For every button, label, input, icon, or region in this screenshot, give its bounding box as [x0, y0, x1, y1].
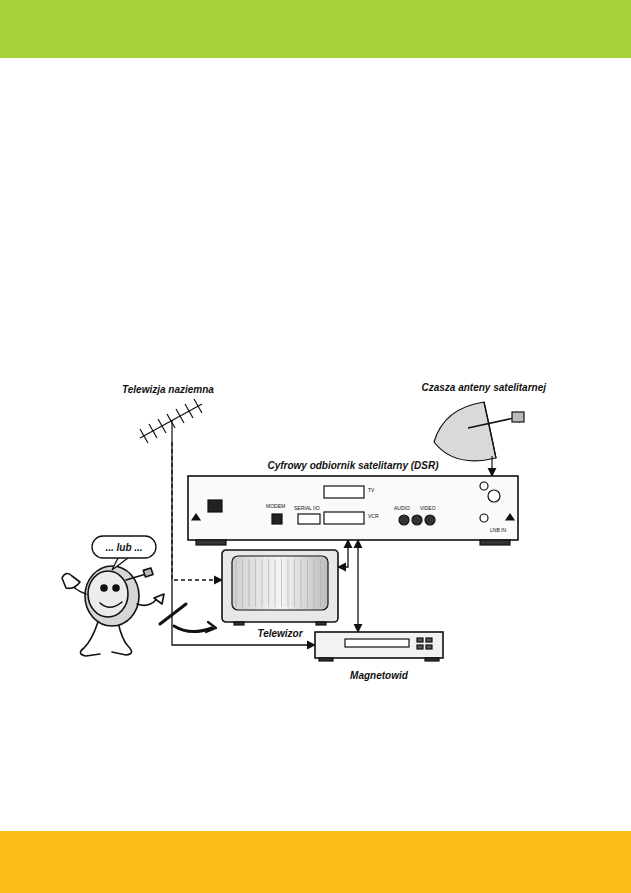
node-outline: [315, 632, 443, 658]
node-outline: [222, 550, 338, 622]
node-label: Cyfrowy odbiornik satelitarny (DSR): [265, 460, 440, 471]
panel-label: TV: [368, 488, 374, 493]
node-label: Telewizor: [255, 628, 304, 639]
node-label: Magnetowid: [348, 670, 410, 681]
vcr-node: Magnetowid: [315, 632, 443, 658]
node-outline: [424, 398, 548, 468]
bottom-band: [0, 831, 631, 893]
tv-node: Telewizor: [222, 550, 338, 622]
panel-label: MODEM: [266, 504, 285, 509]
dish-node: Czasza anteny satelitarnej: [424, 398, 548, 468]
panel-label: SERIAL I/O: [294, 506, 320, 511]
panel-label: VIDEO: [420, 506, 436, 511]
top-band: [0, 0, 631, 58]
panel-label: VCR: [368, 514, 379, 519]
node-label: Telewizja naziemna: [120, 384, 216, 395]
node-outline: [138, 402, 206, 442]
panel-label: LNB IN: [490, 528, 506, 533]
antenna-node: Telewizja naziemna: [138, 402, 206, 442]
cable-connector: [338, 540, 348, 567]
speech-bubble: ... lub ...: [92, 536, 156, 558]
receiver-box: Cyfrowy odbiornik satelitarny (DSR): [188, 476, 518, 540]
node-label: ... lub ...: [105, 542, 142, 553]
node-label: Czasza anteny satelitarnej: [420, 382, 549, 393]
node-outline: [188, 476, 518, 540]
cable-connector: [491, 468, 492, 476]
cable-connector: [357, 540, 358, 632]
panel-label: AUDIO: [394, 506, 410, 511]
